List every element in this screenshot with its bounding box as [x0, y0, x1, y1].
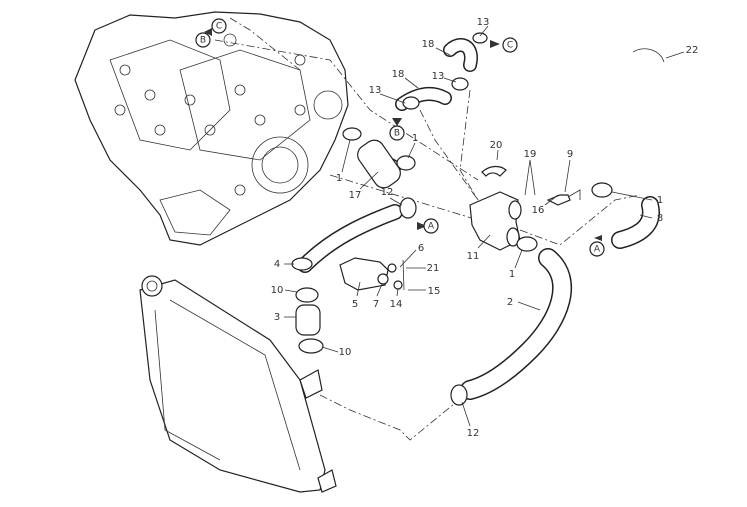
radiator [139, 275, 337, 493]
callout-label: 10 [271, 285, 284, 296]
callout-label: 22 [686, 45, 699, 56]
ref-marker-a: A [589, 241, 605, 257]
callout-label: 20 [490, 140, 503, 151]
callout-label: 18 [392, 69, 405, 80]
callout-label: 14 [390, 299, 403, 310]
arrow-icon [204, 28, 212, 36]
ref-marker-c: C [211, 18, 227, 34]
arrow-icon [490, 40, 500, 48]
reference-markers: C B A A B C [195, 18, 605, 257]
svg-text:B: B [200, 36, 206, 46]
svg-text:B: B [394, 129, 400, 139]
callout-label: 5 [352, 299, 358, 310]
arrow-icon [594, 235, 602, 241]
thermostat-housing [339, 48, 665, 291]
engine-block [74, 11, 349, 246]
svg-text:A: A [428, 222, 435, 232]
callout-label: 16 [532, 205, 545, 216]
svg-text:C: C [216, 22, 222, 32]
callout-label: 3 [274, 312, 280, 323]
callout-label: 8 [657, 213, 663, 224]
arrow-icon [392, 118, 402, 126]
ref-marker-c: C [502, 37, 518, 53]
callout-label: 1 [412, 133, 418, 144]
callout-label: 1 [509, 269, 515, 280]
arrow-icon [417, 222, 427, 230]
callout-label: 2 [507, 297, 513, 308]
svg-text:C: C [507, 41, 513, 51]
ref-marker-b: B [195, 32, 211, 48]
callout-label: 4 [274, 259, 280, 270]
callout-label: 17 [349, 190, 362, 201]
guide-lines [214, 17, 641, 441]
callout-label: 9 [567, 149, 573, 160]
callout-label: 1 [657, 195, 663, 206]
callout-label: 13 [477, 17, 490, 28]
ref-marker-b: B [389, 125, 405, 141]
callout-label: 10 [339, 347, 352, 358]
callout-label: 13 [432, 71, 445, 82]
svg-text:A: A [594, 245, 601, 255]
direction-arrows [204, 28, 602, 241]
part-callouts: 13 18 13 18 13 1 1 17 12 20 19 9 16 1 8 … [271, 17, 699, 439]
callout-label: 11 [467, 251, 480, 262]
callout-label: 12 [467, 428, 480, 439]
callout-label: 7 [373, 299, 379, 310]
callout-label: 6 [418, 243, 424, 254]
callout-label: 18 [422, 39, 435, 50]
callout-label: 21 [427, 263, 440, 274]
callout-label: 13 [369, 85, 382, 96]
callout-label: 15 [428, 286, 441, 297]
callout-label: 19 [524, 149, 537, 160]
leader-lines [284, 25, 685, 427]
callout-label: 1 [336, 173, 342, 184]
hoses [295, 38, 660, 400]
callout-label: 12 [381, 187, 394, 198]
ref-marker-a: A [423, 218, 439, 234]
